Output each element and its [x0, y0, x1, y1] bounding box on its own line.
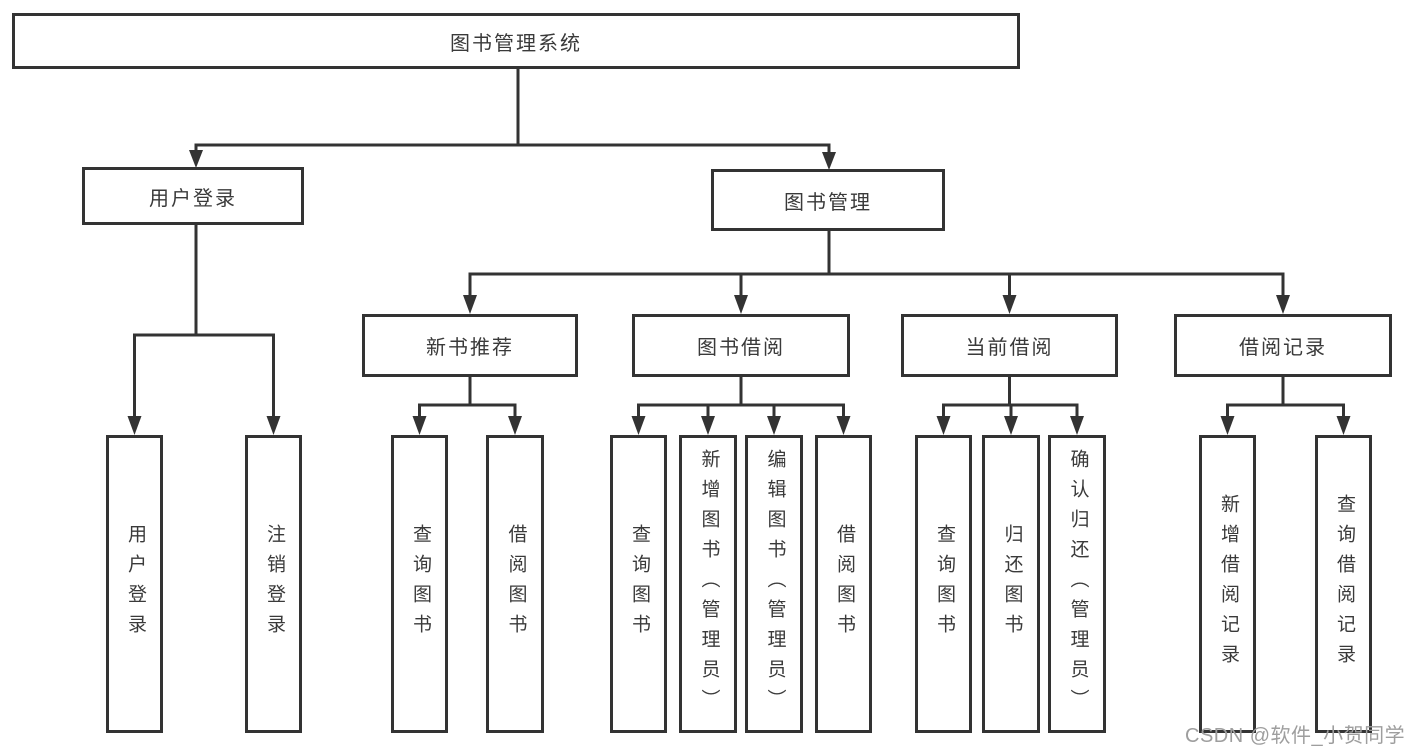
leaf-bb-add-books-admin: 新增图书（管理员） — [679, 435, 737, 733]
node-borrow-records: 借阅记录 — [1174, 314, 1392, 377]
leaf-cb-confirm-return-admin: 确认归还（管理员） — [1048, 435, 1106, 733]
connector-book-borrow-children — [631, 375, 851, 435]
connector-borrow-records-children — [1220, 375, 1351, 435]
node-current-borrow-label: 当前借阅 — [965, 337, 1054, 359]
node-book-management-label: 图书管理 — [784, 191, 872, 214]
leaf-nbr-borrow-books: 借阅图书 — [486, 435, 544, 733]
leaf-nbr-borrow-books-label: 借阅图书 — [505, 524, 527, 644]
leaf-bb-query-books-label: 查询图书 — [628, 524, 650, 644]
leaf-logout: 注销登录 — [245, 435, 302, 733]
node-book-management: 图书管理 — [711, 169, 945, 231]
leaf-user-login: 用户登录 — [106, 435, 163, 733]
leaf-br-add-record-label: 新增借阅记录 — [1217, 494, 1239, 674]
node-borrow-records-label: 借阅记录 — [1239, 337, 1327, 359]
node-root-library-system: 图书管理系统 — [12, 13, 1020, 69]
csdn-watermark: CSDN @软件_小贺同学 — [1185, 725, 1405, 747]
leaf-user-login-label: 用户登录 — [124, 524, 146, 644]
leaf-cb-return-books: 归还图书 — [982, 435, 1040, 733]
leaf-br-query-record-label: 查询借阅记录 — [1333, 494, 1355, 674]
connector-current-borrow-children — [936, 375, 1084, 435]
connector-book-management-to-level3 — [463, 230, 1290, 314]
leaf-cb-query-books: 查询图书 — [915, 435, 972, 733]
node-user-login: 用户登录 — [82, 167, 304, 225]
node-new-book-recommend: 新书推荐 — [362, 314, 578, 377]
connector-user-login-children — [127, 224, 281, 435]
node-root-label: 图书管理系统 — [450, 32, 582, 55]
leaf-cb-query-books-label: 查询图书 — [933, 524, 955, 644]
leaf-bb-edit-books-admin-label: 编辑图书（管理员） — [764, 449, 786, 719]
leaf-bb-borrow-books-label: 借阅图书 — [833, 524, 855, 644]
connector-root-to-level2 — [189, 68, 836, 170]
leaf-cb-confirm-return-admin-label: 确认归还（管理员） — [1067, 449, 1089, 719]
leaf-cb-return-books-label: 归还图书 — [1001, 524, 1023, 644]
node-user-login-label: 用户登录 — [149, 187, 237, 210]
connector-new-book-recommend-children — [412, 375, 522, 435]
leaf-bb-edit-books-admin: 编辑图书（管理员） — [745, 435, 803, 733]
node-book-borrow: 图书借阅 — [632, 314, 850, 377]
leaf-br-add-record: 新增借阅记录 — [1199, 435, 1256, 733]
node-book-borrow-label: 图书借阅 — [697, 337, 785, 359]
leaf-br-query-record: 查询借阅记录 — [1315, 435, 1372, 733]
leaf-nbr-query-books: 查询图书 — [391, 435, 448, 733]
node-new-book-recommend-label: 新书推荐 — [426, 337, 514, 359]
leaf-bb-add-books-admin-label: 新增图书（管理员） — [698, 449, 720, 719]
node-current-borrow: 当前借阅 — [901, 314, 1118, 377]
leaf-nbr-query-books-label: 查询图书 — [409, 524, 431, 644]
leaf-bb-borrow-books: 借阅图书 — [815, 435, 872, 733]
leaf-logout-label: 注销登录 — [263, 524, 285, 644]
leaf-bb-query-books: 查询图书 — [610, 435, 667, 733]
